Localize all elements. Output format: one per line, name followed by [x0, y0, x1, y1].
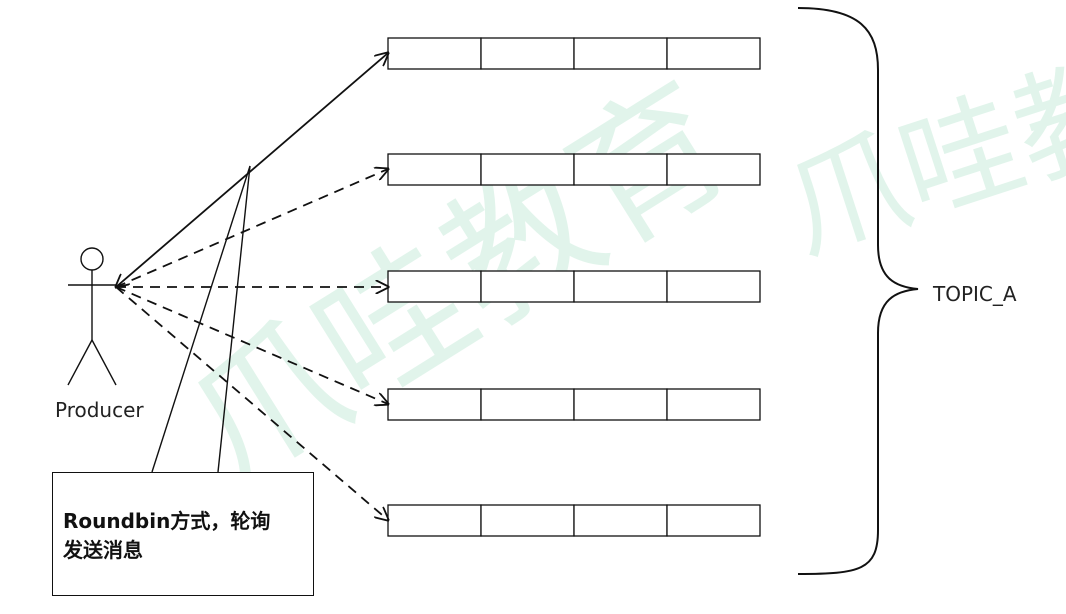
partition-cell	[387, 270, 482, 303]
note-box: Roundbin方式，轮询 发送消息	[52, 472, 314, 596]
partitions-group	[387, 37, 761, 537]
actor-left-leg	[67, 339, 93, 386]
partition-cell	[573, 270, 668, 303]
arrows-group	[116, 53, 388, 520]
actor-right-leg	[91, 339, 117, 386]
partition-cell	[666, 388, 761, 421]
note-line-1: Roundbin方式，轮询	[63, 509, 271, 533]
partition-cell	[666, 37, 761, 70]
partition-2	[387, 153, 761, 186]
partition-cell	[573, 388, 668, 421]
topic-brace	[797, 7, 919, 575]
partition-cell	[387, 153, 482, 186]
arrow-dashed-partition-4	[115, 286, 388, 404]
note-text: Roundbin方式，轮询 发送消息	[63, 507, 270, 565]
partition-cell	[573, 37, 668, 70]
partition-cell	[480, 504, 575, 537]
partition-cell	[387, 37, 482, 70]
partition-5	[387, 504, 761, 537]
producer-label: Producer	[55, 398, 144, 422]
partition-cell	[480, 388, 575, 421]
partition-cell	[666, 270, 761, 303]
actor-head	[80, 247, 104, 271]
arrow-dashed-partition-5	[115, 286, 388, 520]
partition-cell	[480, 153, 575, 186]
partition-cell	[666, 504, 761, 537]
arrow-solid-partition-1	[116, 53, 388, 287]
note-line-2: 发送消息	[63, 538, 143, 562]
partition-cell	[573, 153, 668, 186]
partition-1	[387, 37, 761, 70]
partition-4	[387, 388, 761, 421]
partition-cell	[480, 270, 575, 303]
producer-actor-icon	[67, 247, 117, 386]
partition-cell	[666, 153, 761, 186]
note-callout-pointer	[151, 165, 251, 473]
topic-label: TOPIC_A	[933, 282, 1017, 306]
partition-3	[387, 270, 761, 303]
arrow-dashed-partition-2	[115, 169, 388, 288]
partition-cell	[573, 504, 668, 537]
partition-cell	[480, 37, 575, 70]
partition-cell	[387, 388, 482, 421]
partition-cell	[387, 504, 482, 537]
